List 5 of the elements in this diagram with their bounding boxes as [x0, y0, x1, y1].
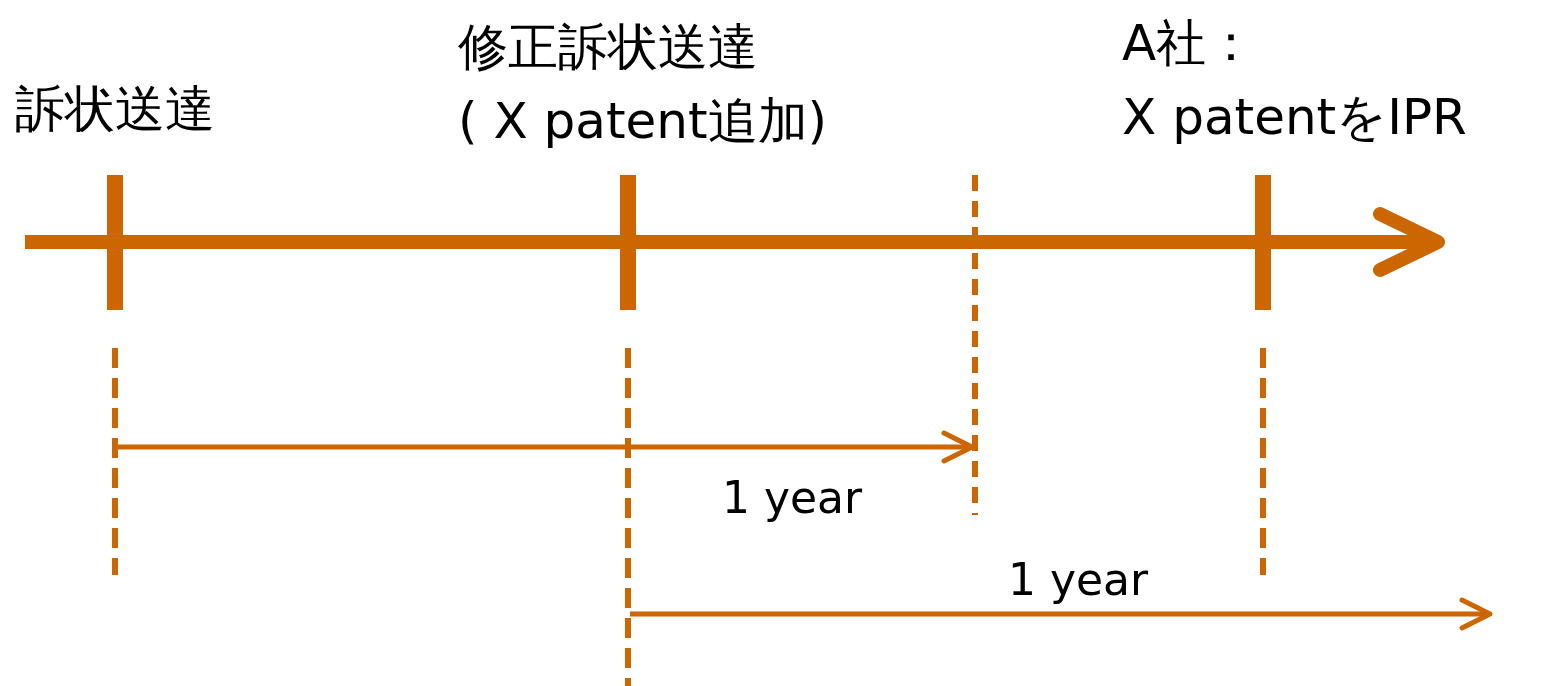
event-label: 訴状送達 [15, 72, 215, 146]
duration-label: 1 year [722, 473, 863, 523]
event-label: A社： X patentをIPR [1122, 6, 1467, 154]
event-label: 修正訴状送達 ( X patent追加) [458, 10, 828, 158]
duration-label: 1 year [1008, 555, 1149, 605]
